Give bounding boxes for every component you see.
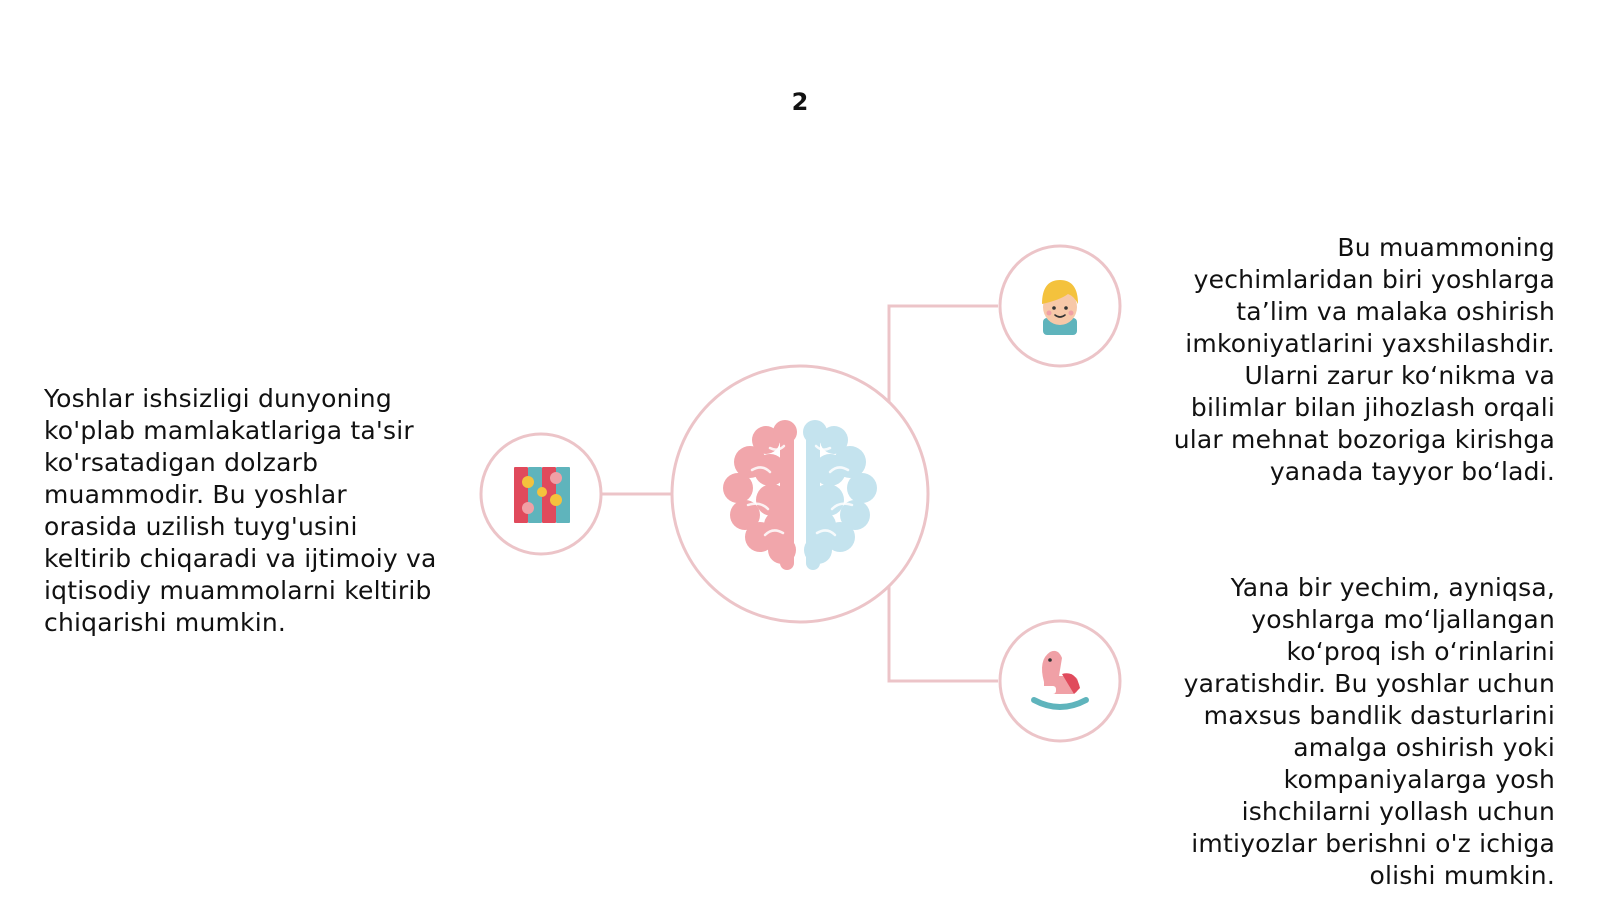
child-face-icon: [1042, 280, 1078, 335]
connector-lines: [601, 304, 998, 683]
brain-folds: [746, 444, 854, 537]
rocking-horse-icon: [1031, 650, 1089, 710]
connector-right-bottom: [887, 585, 998, 683]
connector-right-top: [887, 304, 998, 405]
right-top-description: Bu muammoning yechimlaridan biri yoshlar…: [1173, 233, 1555, 486]
brain-left-hemisphere: [723, 420, 797, 570]
brain-icon: [723, 420, 877, 570]
left-description: Yoshlar ishsizligi dunyoning ko'plab mam…: [44, 384, 437, 637]
center-circle: [670, 364, 930, 624]
slide-number: 2: [791, 88, 809, 116]
node-circles: [479, 244, 1122, 743]
puzzle-icon: [514, 467, 570, 523]
brain-right-hemisphere: [803, 420, 877, 570]
right-bottom-description: Yana bir yechim, ayniqsa, yoshlarga moʻl…: [1183, 573, 1555, 890]
